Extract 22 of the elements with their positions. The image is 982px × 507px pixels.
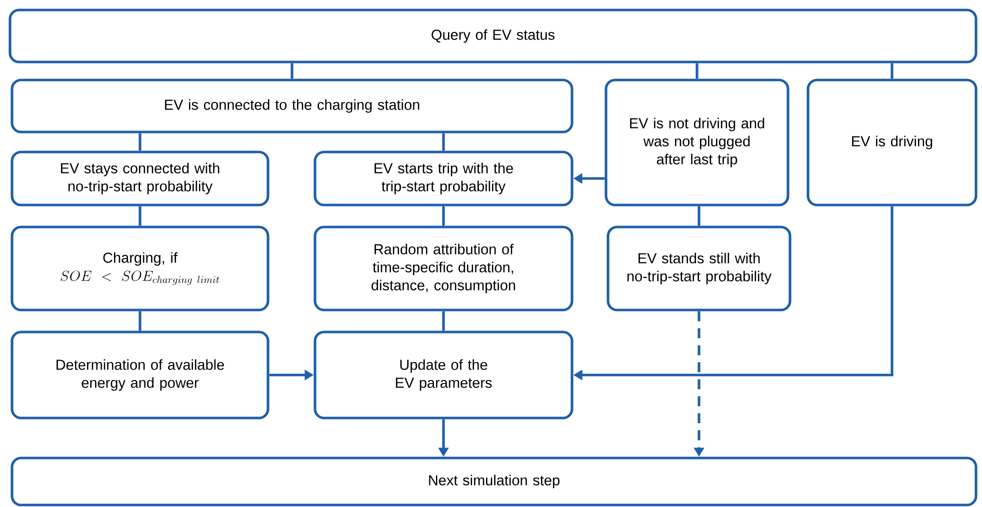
connector-line [290, 63, 294, 79]
connector-line [442, 311, 445, 331]
process-box: EV is driving [806, 78, 978, 206]
connector-line [138, 311, 142, 331]
process-box: EV is connected to the charging station [10, 78, 574, 134]
process-box: Query of EV status [8, 8, 978, 64]
connector-line [138, 206, 142, 226]
process-box: EV stands still with no-trip-start probability [606, 226, 792, 312]
connector-line [138, 133, 142, 151]
connector-line [696, 63, 698, 79]
process-box: Determination of available energy and power [10, 330, 270, 420]
process-box: EV stays connected with no-trip-start probability [10, 150, 270, 206]
process-box: Update of the EV parameters [314, 330, 574, 420]
process-box: EV is not driving and was not plugged after last trip [604, 78, 790, 206]
connector-line [890, 63, 894, 79]
process-box: Charging, if $SOE < SOE_{charging\ limit}$ [10, 226, 270, 312]
connector-line [442, 206, 445, 226]
connector-line [442, 133, 445, 151]
connector-line [698, 206, 700, 226]
process-box: Next simulation step [10, 456, 978, 506]
process-box: Random attribution of time-specific duration, distance, consumption [314, 226, 574, 312]
process-box: EV starts trip with the trip-start probability [314, 150, 574, 206]
